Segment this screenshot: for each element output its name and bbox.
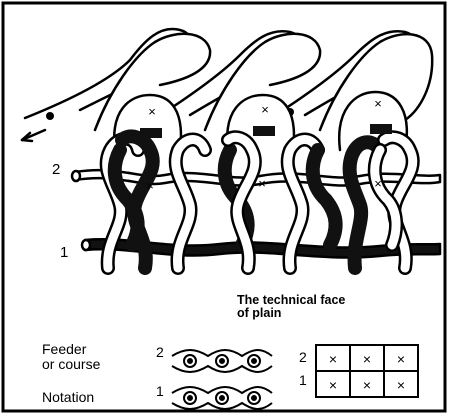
fabric-illustration <box>22 29 440 268</box>
grid-row-1-label: 1 <box>299 373 307 388</box>
grid-cell: × <box>329 351 337 367</box>
diagram-caption: The technical face of plain <box>237 294 387 320</box>
stitch-mark: × <box>146 178 154 193</box>
stitch-mark: × <box>374 96 382 111</box>
feeder-label: Feeder or course <box>42 342 100 371</box>
yarn-end <box>82 240 90 250</box>
stitch-mark: × <box>261 102 269 117</box>
needle-dot <box>46 112 54 120</box>
course-bar <box>140 128 162 138</box>
grid-cell: × <box>397 377 405 393</box>
feeder-label-line-2: or course <box>42 357 100 372</box>
yarn-end <box>72 171 80 181</box>
grid-cell: × <box>397 351 405 367</box>
stitch-mark: × <box>258 176 266 191</box>
feeder-row-1-number: 1 <box>156 384 164 399</box>
course-bar <box>370 124 392 134</box>
stitch-mark: × <box>148 104 156 119</box>
course-1-label: 1 <box>60 245 68 261</box>
caption-line-2: of plain <box>237 307 387 320</box>
notation-symbols <box>172 350 272 409</box>
stitch-mark: × <box>374 176 382 191</box>
grid-row-2-label: 2 <box>299 350 307 365</box>
course-bar <box>253 126 275 136</box>
feeder-row-2-number: 2 <box>156 345 164 360</box>
wale-1 <box>107 136 153 268</box>
grid-cell: × <box>363 351 371 367</box>
feeder-label-line-1: Feeder <box>42 342 100 357</box>
notation-label: Notation <box>42 390 94 405</box>
grid-cell: × <box>363 377 371 393</box>
course-2-label: 2 <box>52 162 60 178</box>
grid-cell: × <box>329 377 337 393</box>
